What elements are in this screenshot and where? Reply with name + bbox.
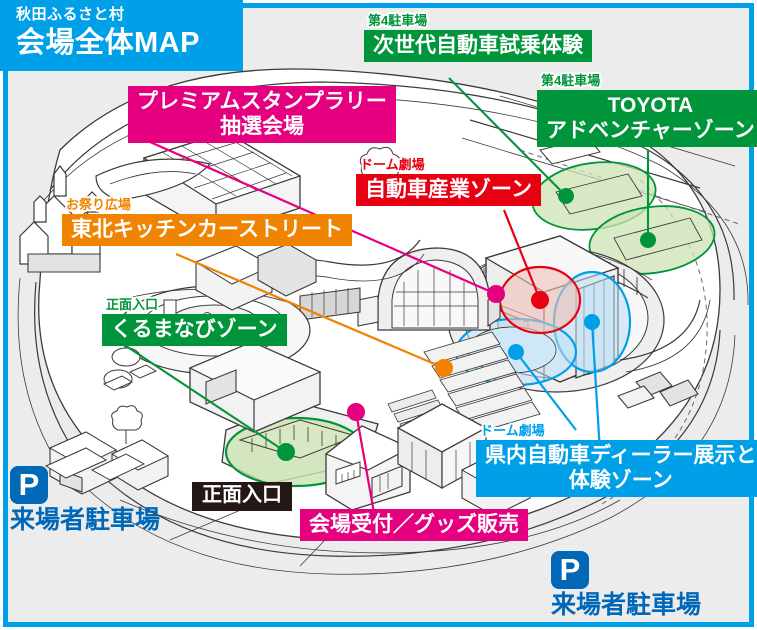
label-venue-reception-goods[interactable]: 会場受付／グッズ販売 [300,509,528,541]
label-title-dealer: 県内自動車ディーラー展示と 体験ゾーン [476,440,757,497]
label-sub-dealer: ドーム劇場 [480,423,545,438]
label-title-toyota-line1: TOYOTA [607,94,694,117]
parking-label-left: 来場者駐車場 [10,506,161,534]
label-title-dealer-line1: 県内自動車ディーラー展示と [485,444,757,467]
parking-p-icon: P [551,551,589,589]
page-title: 秋田ふるさと村 会場全体MAP [0,0,243,71]
label-sub-auto-industry: ドーム劇場 [360,157,425,172]
parking-label-right: 来場者駐車場 [551,591,702,619]
label-sub-kuruma: 正面入口 [106,297,159,312]
label-toyota-adventure-zone[interactable]: 第4駐車場 TOYOTA アドベンチャーゾーン [537,72,757,147]
visitor-parking-right[interactable]: P 来場者駐車場 [551,551,701,620]
label-title-next-gen: 次世代自動車試乗体験 [364,30,592,62]
label-title-toyota: TOYOTA アドベンチャーゾーン [537,90,757,147]
label-sub-next-gen: 第4駐車場 [368,13,428,28]
label-sub-toyota: 第4駐車場 [541,73,601,88]
parking-p-icon: P [10,466,48,504]
label-front-entrance[interactable]: 正面入口 [192,482,292,511]
label-title-stamp-line1: プレミアムスタンプラリー [137,90,387,113]
label-next-gen-test-drive[interactable]: 第4駐車場 次世代自動車試乗体験 [364,12,592,62]
label-premium-stamp-rally[interactable]: プレミアムスタンプラリー 抽選会場 [128,86,396,143]
label-title-stamp-line2: 抽選会場 [219,115,304,138]
label-title-reception: 会場受付／グッズ販売 [300,509,528,541]
visitor-parking-left[interactable]: P 来場者駐車場 [10,466,160,535]
label-title-toyota-line2: アドベンチャーゾーン [546,119,755,142]
label-tohoku-kitchen-car-street[interactable]: お祭り広場 東北キッチンカーストリート [62,196,352,246]
label-title-front-entrance: 正面入口 [192,482,292,511]
label-title-stamp-rally: プレミアムスタンプラリー 抽選会場 [128,86,396,143]
label-auto-industry-zone[interactable]: ドーム劇場 自動車産業ゾーン [356,156,541,206]
label-kuruma-manabi-zone[interactable]: 正面入口 くるまなびゾーン [102,296,287,346]
title-main: 会場全体MAP [16,27,200,59]
title-subtitle: 秋田ふるさと村 [16,6,125,23]
label-dealer-exhibit-zone[interactable]: ドーム劇場 県内自動車ディーラー展示と 体験ゾーン [476,422,757,497]
label-title-dealer-line2: 体験ゾーン [568,469,673,492]
label-title-kitchen-car: 東北キッチンカーストリート [62,214,352,246]
label-title-kuruma: くるまなびゾーン [102,314,287,346]
label-title-auto-industry: 自動車産業ゾーン [356,174,541,206]
label-sub-kitchen-car: お祭り広場 [66,197,132,212]
